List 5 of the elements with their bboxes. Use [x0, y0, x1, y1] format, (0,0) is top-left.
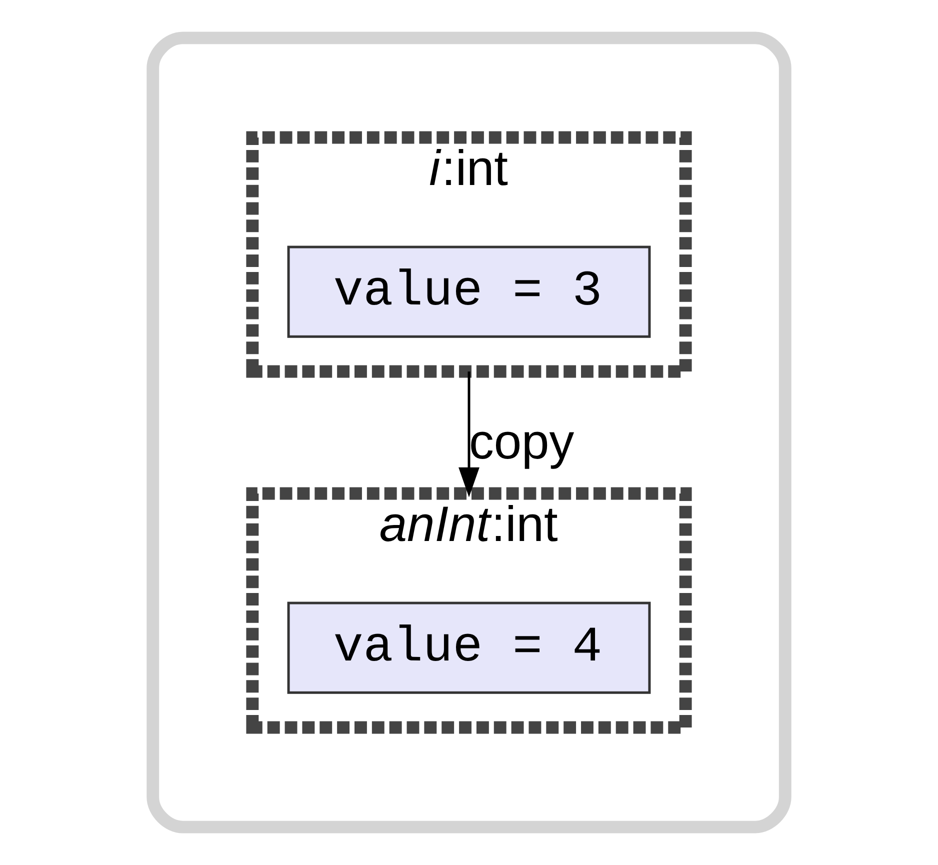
cluster [146, 32, 792, 834]
edge-label: copy [469, 414, 574, 470]
node-box: value = 4 [287, 602, 651, 694]
node-box: value = 3 [287, 246, 651, 338]
arrow [458, 372, 480, 498]
